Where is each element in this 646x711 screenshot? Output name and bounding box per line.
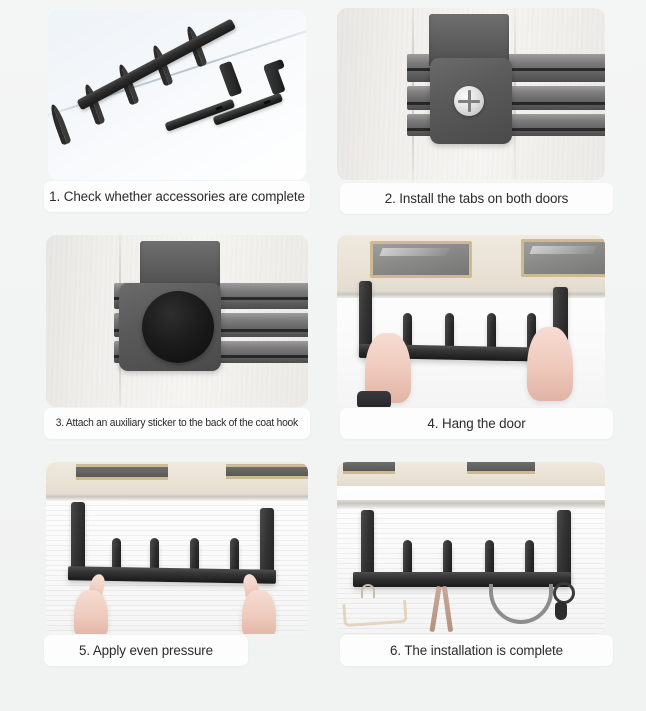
- hook-peg: [443, 540, 452, 576]
- cabinet-strip: [226, 464, 308, 479]
- step-card-4[interactable]: [337, 235, 605, 407]
- step-caption-3: 3. Attach an auxiliary sticker to the ba…: [44, 408, 310, 439]
- step-caption-6-text: 6. The installation is complete: [389, 642, 564, 658]
- cabinet-strip: [467, 462, 535, 474]
- step-card-1[interactable]: [48, 10, 306, 180]
- step-photo-4: [337, 235, 605, 407]
- hook-peg: [403, 313, 412, 349]
- bracket-arm-right: [260, 508, 274, 582]
- cabinet-strip: [76, 464, 168, 480]
- step-card-2[interactable]: [337, 8, 605, 180]
- step-caption-1: 1. Check whether accessories are complet…: [44, 181, 310, 212]
- door-top-edge: [337, 500, 605, 508]
- hook-peg: [445, 313, 454, 349]
- step-photo-6: [337, 462, 605, 634]
- step-caption-6: 6. The installation is complete: [340, 635, 613, 666]
- hook-rail: [353, 572, 571, 587]
- hook-peg: [485, 540, 494, 576]
- hanging-clothes-hanger: [342, 584, 408, 628]
- hook-peg: [230, 538, 239, 574]
- key-charm: [555, 602, 567, 620]
- step-photo-2: [337, 8, 605, 180]
- hanger-wire-hook: [361, 584, 375, 598]
- hanger-tab-top: [140, 241, 220, 289]
- step-caption-1-text: 1. Check whether accessories are complet…: [49, 188, 305, 204]
- step-caption-5: 5. Apply even pressure: [44, 635, 248, 666]
- step-card-3[interactable]: [46, 235, 308, 407]
- step-caption-2: 2. Install the tabs on both doors: [340, 183, 613, 214]
- bracket-arm-right: [557, 510, 571, 580]
- hanger-tab-top: [429, 14, 509, 66]
- hook-peg: [190, 538, 199, 574]
- sleeve-left: [357, 391, 391, 407]
- wall-cabinet: [521, 239, 605, 277]
- step-caption-4: 4. Hang the door: [340, 408, 613, 439]
- step-caption-2-text: 2. Install the tabs on both doors: [384, 190, 569, 206]
- step-photo-5: [46, 462, 308, 634]
- door-top-edge: [337, 291, 605, 298]
- auxiliary-sticker: [142, 291, 214, 363]
- hanger-body: [342, 599, 408, 628]
- hand-left: [74, 590, 108, 634]
- hook-peg: [525, 540, 534, 576]
- hand-right: [242, 590, 276, 634]
- step-caption-3-text: 3. Attach an auxiliary sticker to the ba…: [55, 417, 299, 430]
- hand-right: [527, 327, 573, 401]
- bracket-arm-left: [359, 281, 372, 353]
- door-top-edge: [46, 494, 308, 500]
- hanging-keyring: [553, 582, 575, 604]
- hook-peg: [112, 538, 121, 574]
- cross-head-screw: [454, 86, 484, 116]
- step-caption-4-text: 4. Hang the door: [427, 415, 526, 431]
- wall-cabinet: [370, 241, 472, 278]
- step-card-6[interactable]: [337, 462, 605, 634]
- hook-peg: [150, 538, 159, 574]
- cabinet-strip: [343, 462, 395, 474]
- bracket-arm-left: [71, 502, 85, 574]
- step-card-5[interactable]: [46, 462, 308, 634]
- hook-peg: [487, 313, 496, 349]
- step-photo-3: [46, 235, 308, 407]
- step-caption-5-text: 5. Apply even pressure: [78, 642, 214, 658]
- hook-peg: [527, 313, 536, 349]
- hook-peg: [403, 540, 412, 576]
- bracket-arm-left: [361, 510, 374, 578]
- step-photo-1: [48, 10, 306, 180]
